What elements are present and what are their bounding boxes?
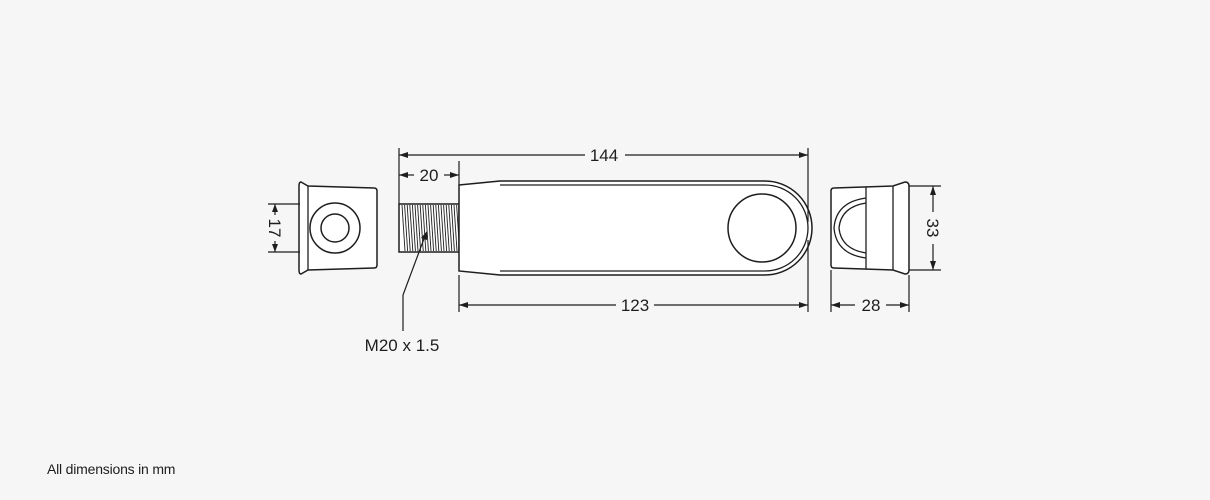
thread-line: [417, 204, 422, 252]
dim-cap-height: 33: [909, 185, 942, 271]
dim-body-length: 123: [458, 240, 809, 315]
thread-line: [440, 204, 445, 252]
thread-line: [448, 204, 453, 252]
thread-callout: M20 x 1.5: [365, 231, 440, 355]
dim-20-label: 20: [420, 166, 439, 185]
dim-144-label: 144: [590, 146, 618, 165]
thread-line: [437, 204, 442, 252]
thread-line: [453, 204, 458, 252]
dim-123-label: 123: [621, 296, 649, 315]
thread-line: [450, 204, 455, 252]
dim-cap-width: 28: [830, 270, 910, 315]
handle-body: [458, 180, 813, 276]
thread-line: [445, 204, 450, 252]
thread-line: [435, 204, 440, 252]
thread-spec-label: M20 x 1.5: [365, 336, 440, 355]
thread-line: [427, 204, 432, 252]
thread-line: [401, 204, 406, 252]
thread-line: [406, 204, 411, 252]
dim-33-label: 33: [923, 219, 942, 238]
thread-line: [414, 204, 419, 252]
thread-line: [430, 204, 435, 252]
thread-line: [424, 204, 429, 252]
dim-thread-length: 20: [399, 161, 460, 185]
thread-line: [443, 204, 448, 252]
thread-line: [404, 204, 409, 252]
thread-line: [422, 204, 427, 252]
nut-end-view: [298, 181, 378, 275]
thread-line: [409, 204, 414, 252]
dim-nut-hole: 17: [265, 203, 300, 253]
threaded-stud: [398, 203, 461, 253]
dim-28-label: 28: [862, 296, 881, 315]
dim-overall-length: 144: [398, 146, 809, 222]
dim-17-label: 17: [265, 219, 284, 238]
units-footnote: All dimensions in mm: [47, 461, 176, 477]
thread-line: [411, 204, 416, 252]
cap-side-view: [830, 181, 910, 275]
thread-line: [432, 204, 437, 252]
